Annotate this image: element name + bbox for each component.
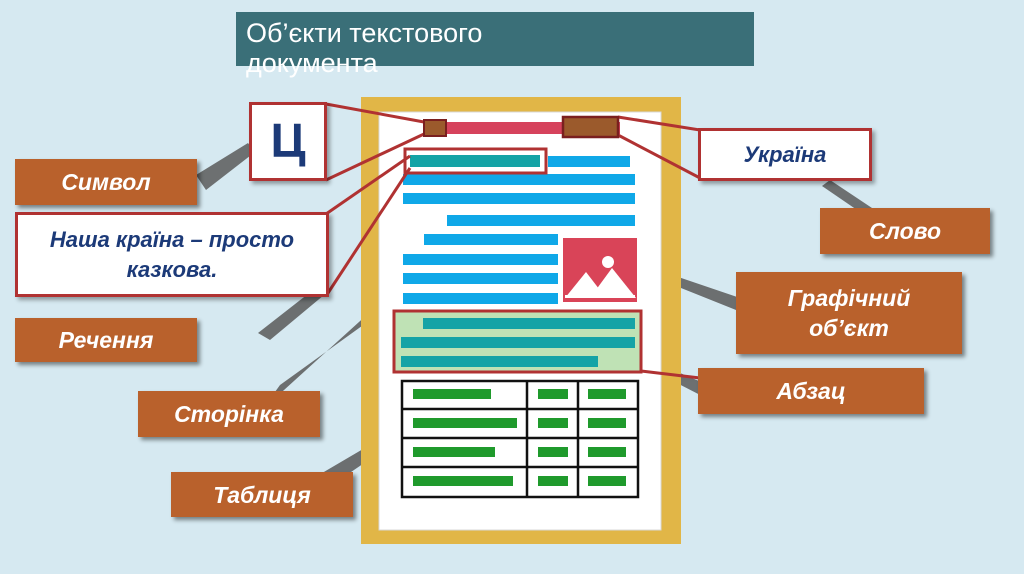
label-page: Сторінка bbox=[138, 391, 320, 437]
title-line-1: Об’єкти текстового bbox=[246, 18, 483, 48]
arrow-symbol bbox=[196, 143, 255, 190]
label-page-text: Сторінка bbox=[174, 401, 284, 427]
symbol-letter: Ц bbox=[270, 115, 306, 168]
connector-word-top bbox=[617, 115, 701, 132]
text-lines bbox=[403, 156, 635, 304]
arrow-sentence bbox=[258, 283, 330, 340]
connector-sentence-top bbox=[325, 154, 411, 216]
connector-sentence-bottom bbox=[324, 167, 412, 297]
label-graphic-object-text: Графічний об’єкт bbox=[787, 285, 911, 341]
word-example-box: Україна bbox=[698, 128, 872, 181]
connector-word-bottom bbox=[617, 133, 701, 180]
paragraph-frame bbox=[392, 309, 643, 374]
sentence-line bbox=[410, 155, 540, 167]
sentence-frame bbox=[403, 147, 548, 175]
label-table: Таблиця bbox=[171, 472, 353, 517]
word-example-text: Україна bbox=[743, 141, 827, 167]
label-symbol: Символ bbox=[15, 159, 197, 205]
label-paragraph-text: Абзац bbox=[776, 378, 846, 404]
label-paragraph: Абзац bbox=[698, 368, 924, 414]
sentence-example-text: Наша країна – просто казкова. bbox=[49, 226, 295, 282]
connector-paragraph bbox=[640, 369, 701, 380]
page-title: Об’єкти текстового документа bbox=[246, 18, 754, 78]
connector-symbol-bottom bbox=[325, 132, 425, 182]
label-sentence: Речення bbox=[15, 318, 197, 362]
sentence-example-box: Наша країна – просто казкова. bbox=[15, 212, 329, 297]
title-box: Об’єкти текстового документа bbox=[236, 12, 754, 78]
char-highlight bbox=[423, 119, 447, 137]
label-word-text: Слово bbox=[868, 218, 942, 244]
word-highlight bbox=[561, 115, 620, 139]
arrow-word bbox=[822, 180, 878, 212]
symbol-example-box: Ц bbox=[249, 102, 327, 181]
connector-symbol-top bbox=[325, 102, 425, 124]
label-symbol-text: Символ bbox=[61, 169, 151, 195]
table-cells bbox=[413, 389, 626, 486]
label-sentence-text: Речення bbox=[58, 327, 154, 353]
label-word: Слово bbox=[820, 208, 990, 254]
title-line-2: документа bbox=[246, 48, 378, 78]
image-placeholder bbox=[563, 238, 637, 302]
table bbox=[400, 379, 640, 499]
label-table-text: Таблиця bbox=[213, 481, 311, 508]
label-graphic-object: Графічний об’єкт bbox=[736, 272, 962, 354]
